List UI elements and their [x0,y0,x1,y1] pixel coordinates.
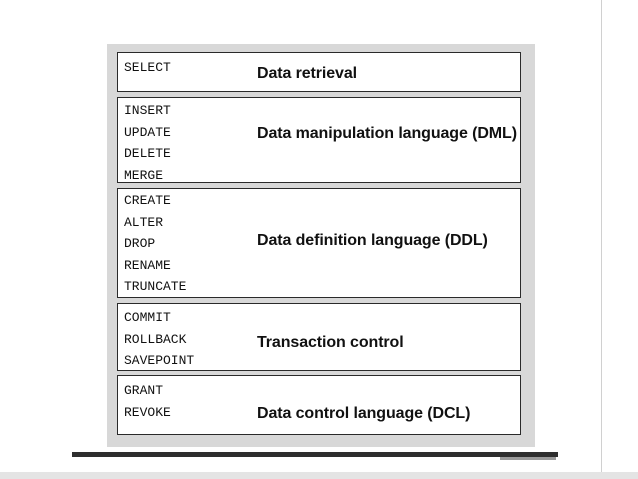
footer-bar [72,452,558,457]
group-description: Data definition language (DDL) [257,232,488,249]
group-dml: INSERT UPDATE DELETE MERGE Data manipula… [117,97,521,183]
footer-bar-tail [500,457,556,460]
command-commit: COMMIT [124,310,171,325]
command-list: CREATE ALTER DROP RENAME TRUNCATE [124,190,186,298]
command-rename: RENAME [124,257,171,273]
command-select: SELECT [124,60,171,75]
group-description: Data manipulation language (DML) [257,125,517,142]
command-alter: ALTER [124,214,164,230]
command-insert: INSERT [124,103,171,118]
command-delete: DELETE [124,146,171,161]
command-list: GRANT REVOKE [124,380,171,423]
command-list: COMMIT ROLLBACK SAVEPOINT [124,307,194,372]
command-grant: GRANT [124,383,164,398]
group-ddl: CREATE ALTER DROP RENAME TRUNCATE Data d… [117,188,521,298]
command-drop: DROP [124,236,156,251]
sql-statements-table: SELECT Data retrieval INSERT UPDATE DELE… [107,44,535,447]
command-revoke: REVOKE [124,404,171,420]
group-description: Data retrieval [257,65,357,82]
bottom-strip [0,472,638,479]
slide-edge-rule [601,0,602,479]
command-rollback: ROLLBACK [124,331,187,347]
command-merge: MERGE [124,167,164,183]
command-truncate: TRUNCATE [124,279,187,294]
command-create: CREATE [124,193,171,208]
group-transaction-control: COMMIT ROLLBACK SAVEPOINT Transaction co… [117,303,521,371]
command-update: UPDATE [124,124,171,140]
command-savepoint: SAVEPOINT [124,353,195,368]
group-description: Data control language (DCL) [257,405,471,422]
command-list: INSERT UPDATE DELETE MERGE [124,100,171,186]
command-list: SELECT [124,57,171,79]
group-data-retrieval: SELECT Data retrieval [117,52,521,92]
group-description: Transaction control [257,334,404,351]
group-dcl: GRANT REVOKE Data control language (DCL) [117,375,521,435]
